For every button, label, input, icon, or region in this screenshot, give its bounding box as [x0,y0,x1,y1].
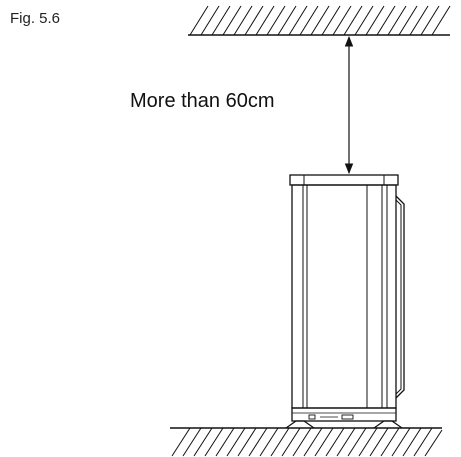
fan-guard [395,195,405,399]
unit-foot-right [373,420,403,429]
unit-top-cap [289,174,399,186]
floor-hatching [171,427,443,457]
clearance-label: More than 60cm [130,90,275,112]
floor [170,427,443,457]
unit-base [291,407,397,422]
figure-label: Fig. 5.6 [10,10,61,27]
ceiling-hatching [189,5,451,36]
unit-body [291,184,397,409]
ceiling [188,5,451,36]
outdoor-unit [285,174,405,429]
unit-foot-left [285,420,315,429]
